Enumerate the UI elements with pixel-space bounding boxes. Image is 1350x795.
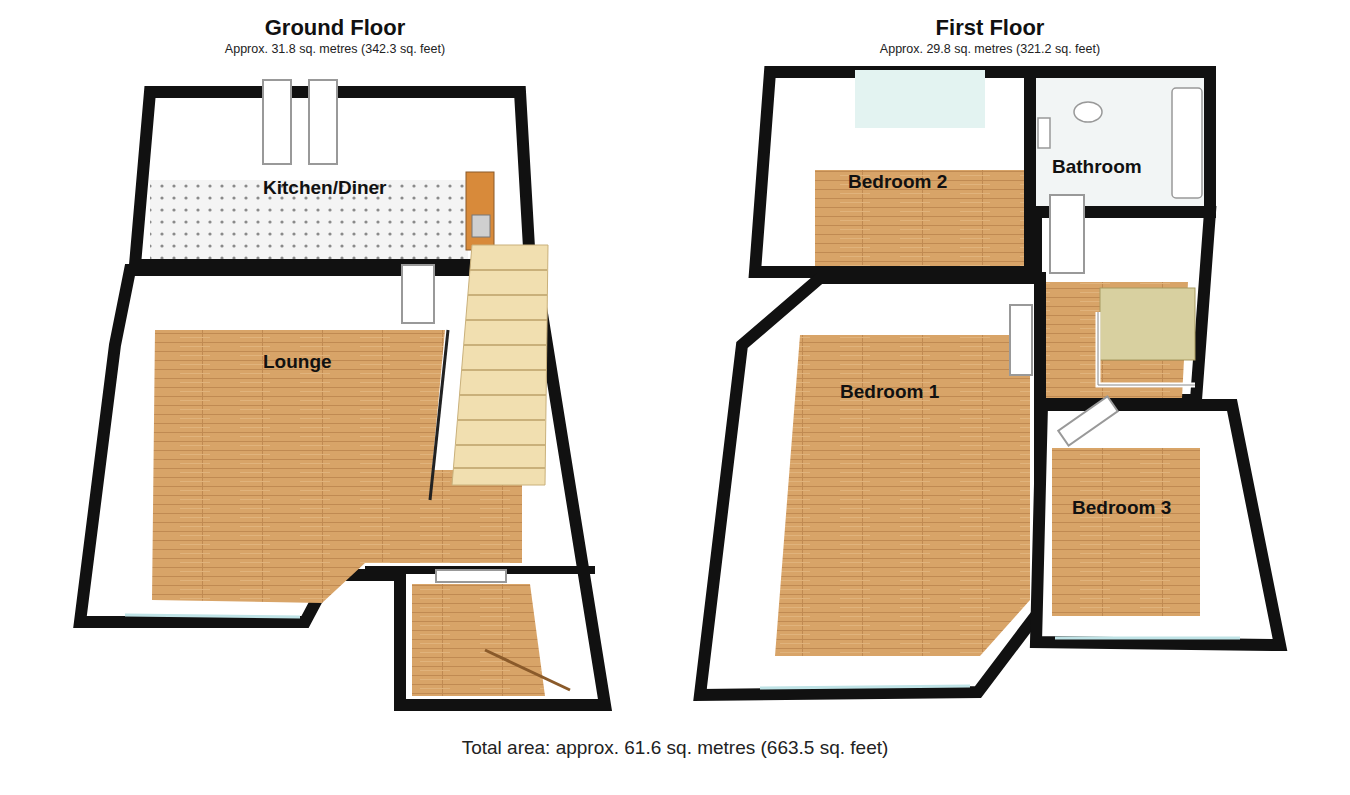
stairs xyxy=(452,245,548,485)
room: Bedroom 3 xyxy=(1069,495,1174,521)
stair-step xyxy=(460,394,546,396)
stair-step xyxy=(464,344,546,346)
room-label: Bedroom 1 xyxy=(840,381,939,403)
door xyxy=(1050,195,1084,273)
window xyxy=(1055,637,1240,640)
toilet xyxy=(1038,118,1050,148)
french-door xyxy=(309,80,337,164)
room: Bathroom xyxy=(1049,154,1145,180)
staircase xyxy=(430,245,548,500)
room-label: Lounge xyxy=(263,351,332,373)
window xyxy=(760,686,970,688)
floor-area: Approx. 29.8 sq. metres (321.2 sq. feet) xyxy=(695,41,1285,57)
railing xyxy=(1098,312,1195,385)
room: Bedroom 1 xyxy=(837,379,942,405)
french-door xyxy=(263,80,291,164)
bathroom-tiles xyxy=(1036,78,1204,206)
bedroom-walls xyxy=(700,278,1040,695)
door xyxy=(402,265,434,323)
stair-step xyxy=(454,467,545,469)
bath xyxy=(1172,88,1202,198)
banister xyxy=(430,330,448,500)
stair-step xyxy=(462,369,546,371)
stair-step xyxy=(470,269,547,271)
caption: Total area: approx. 61.6 sq. metres (663… xyxy=(0,737,1350,759)
basin xyxy=(1074,102,1102,122)
room: Bedroom 2 xyxy=(845,169,950,195)
room: Lounge xyxy=(260,349,335,375)
room-label: Bathroom xyxy=(1052,156,1142,178)
floor-plan: First FloorApprox. 29.8 sq. metres (321.… xyxy=(695,15,1285,57)
window xyxy=(855,70,985,128)
room-label: Bedroom 2 xyxy=(848,171,947,193)
worktop xyxy=(466,172,494,250)
door xyxy=(1010,305,1032,375)
wood-floor xyxy=(775,335,1030,656)
wood-floor xyxy=(815,170,1024,266)
sink xyxy=(472,215,490,237)
window xyxy=(125,615,300,617)
floor-heading: Ground Floor xyxy=(75,15,595,41)
bathroom-walls xyxy=(1030,72,1210,212)
room: Kitchen/Diner xyxy=(260,175,390,201)
floor-plan: Ground FloorApprox. 31.8 sq. metres (342… xyxy=(75,15,595,57)
door xyxy=(1058,396,1117,445)
wood-floor xyxy=(1052,448,1200,616)
stair-step xyxy=(466,319,547,321)
room-label: Kitchen/Diner xyxy=(263,177,387,199)
floor-area: Approx. 31.8 sq. metres (342.3 sq. feet) xyxy=(75,41,595,57)
floor-heading: First Floor xyxy=(695,15,1285,41)
stair-step xyxy=(468,294,547,296)
stair-step xyxy=(458,419,545,421)
front-door xyxy=(485,650,570,690)
room-label: Bedroom 3 xyxy=(1072,497,1171,519)
stair-opening xyxy=(1100,288,1195,360)
railing xyxy=(1098,312,1195,385)
wood-floor xyxy=(412,584,545,696)
stair-step xyxy=(456,444,545,446)
door xyxy=(436,570,506,582)
